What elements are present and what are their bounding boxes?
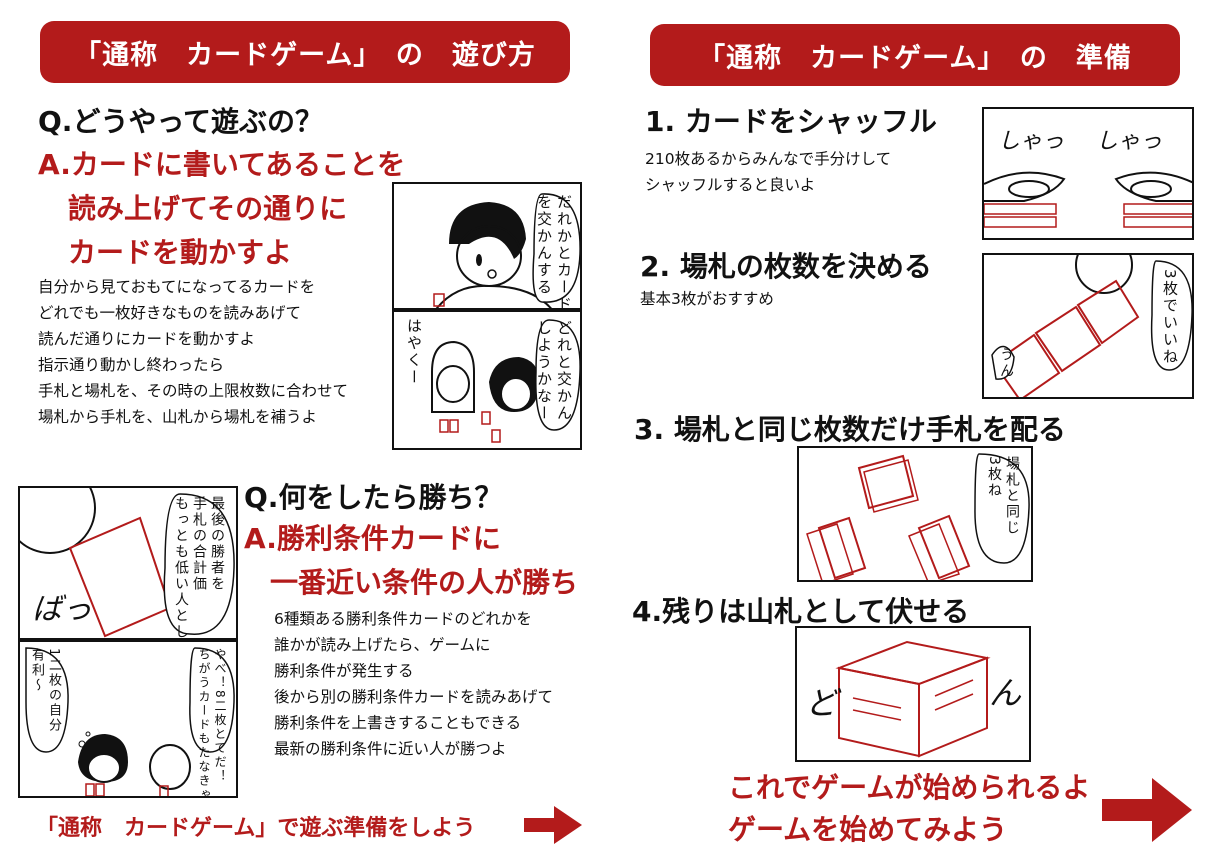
field-cards-panel: 3枚でいいね うん [982,253,1194,399]
comic-panel-players: 1二枚の自分 有利〜 やべ！8二枚とてだ！ ちがうカードもたなきゃ [18,640,238,798]
comic-panel-exchange: だれかとカード を交かんする [392,182,582,310]
right-footer-line-2: ゲームを始めてみよう [728,813,1008,846]
win-answer-line-1: A.勝利条件カードに [244,522,501,555]
sound-effect: ばっ [32,592,92,627]
right-footer-line-1: これでゲームが始められるよ [728,771,1091,804]
left-banner: 「通称 カードゲーム」 の 遊び方 [40,21,570,83]
deck-panel: ど ん [795,626,1031,762]
text-line: 勝利条件が発生する [274,662,414,680]
text-line: 手札と場札を、その時の上限枚数に合わせて [38,382,349,400]
question-how-to-win: Q.何をしたら勝ち？ [244,481,503,514]
answer-line-3: カードを動かすよ [68,236,293,269]
text-line: 指示通り動かし終わったら [38,356,225,374]
text-line: 最新の勝利条件に近い人が勝つよ [274,740,507,758]
left-footer: 「通称 カードゲーム」で遊ぶ準備をしよう [36,816,476,841]
text-line: 後から別の勝利条件カードを読みあげて [274,688,554,706]
sound-effect: ど [805,684,838,722]
win-answer-line-2: 一番近い条件の人が勝ち [270,566,579,599]
sound-effect: ん [988,674,1021,712]
players-illustration [25,647,235,796]
boy-illustration [433,193,580,308]
text-line: 自分から見ておもてになってるカードを [38,278,316,296]
deck-box-illustration [835,640,991,758]
speech-bubble: 3枚でいいね [1161,269,1179,366]
field-cards-illustration [991,255,1192,397]
card-slam-illustration [20,488,235,638]
right-arrow-icon [1102,778,1192,842]
deal-hands-panel: 場札と同じ 3枚ね [797,446,1033,582]
step-3-title: 3. 場札と同じ枚数だけ手札を配る [634,413,1066,446]
speech-bubble: どれと交かん しようかなー [535,320,573,422]
speech-bubble: 場札と同じ 3枚ね [986,456,1020,536]
text-line: 勝利条件を上書きすることもできる [274,714,522,732]
question-how-to-play: Q.どうやって遊ぶの？ [38,105,324,138]
speech-bubble: やべ！8二枚とてだ！ ちがうカードもたなきゃ [197,648,227,798]
sound-effect: しゃっ [998,129,1065,154]
text-line: 読んだ通りにカードを動かすよ [38,330,256,348]
comic-panel-victory-card: ばっ 最後の勝者を 手札の合計価 もっとも低い人として [18,486,238,640]
shuffle-panel: しゃっ しゃっ [982,107,1194,240]
right-arrow-icon [524,806,582,844]
step-1-title: 1. カードをシャッフル [645,105,937,138]
text-line: 6種類ある勝利条件カードのどれかを [274,610,532,628]
step-2-text: 基本3枚がおすすめ [640,290,774,308]
how-to-play-text: 自分から見ておもてになってるカードを どれでも一枚好きなものを読みあげて 読んだ… [38,274,348,430]
sound-effect: しゃっ [1096,129,1163,154]
text-line: シャッフルすると良いよ [645,176,816,194]
speech-bubble: だれかとカード を交かんする [535,194,573,310]
step-2-title: 2. 場札の枚数を決める [640,250,932,283]
answer-line-2: 読み上げてその通りに [68,192,348,225]
dealt-cards-illustration [806,453,1030,580]
right-banner: 「通称 カードゲーム」 の 準備 [650,24,1180,86]
speech-bubble: うん [998,347,1014,379]
text-line: どれでも一枚好きなものを読みあげて [38,304,302,322]
girls-illustration [431,319,580,443]
answer-line-1: A.カードに書いてあることを [38,148,406,181]
how-to-win-text: 6種類ある勝利条件カードのどれかを 誰かが読み上げたら、ゲームに 勝利条件が発生… [274,606,553,762]
text-line: 誰かが読み上げたら、ゲームに [274,636,491,654]
speech-bubble: 1二枚の自分 有利〜 [29,648,61,734]
shuffling-hands-illustration [984,171,1192,228]
text-line: 場札から手札を、山札から場札を補うよ [38,408,318,426]
text-line: 210枚あるからみんなで手分けして [645,150,892,168]
step-1-text: 210枚あるからみんなで手分けして シャッフルすると良いよ [645,146,891,198]
comic-panel-choosing: はやくー どれと交かん しようかなー [392,310,582,450]
speech-bubble: 最後の勝者を 手札の合計価 もっとも低い人として [173,496,225,640]
step-4-title: 4.残りは山札として伏せる [632,595,970,628]
shout-text: はやくー [405,318,423,386]
